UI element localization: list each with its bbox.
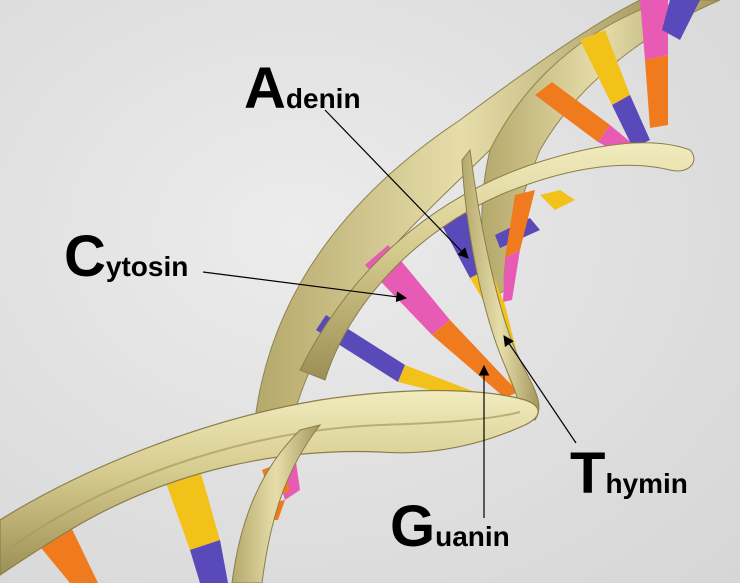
label-thymin-initial: T (570, 441, 606, 506)
label-thymin-rest: hymin (605, 468, 688, 499)
label-cytosin: Cytosin (64, 228, 188, 286)
label-cytosin-initial: C (64, 224, 106, 289)
label-guanin: Guanin (390, 498, 510, 556)
label-adenin-initial: A (244, 56, 286, 121)
backbone-strand-front-lower (0, 389, 539, 576)
label-adenin: Adenin (244, 60, 361, 118)
arrow-adenin (324, 109, 469, 259)
label-guanin-initial: G (390, 494, 436, 559)
label-thymin: Thymin (570, 445, 688, 503)
arrow-thymin (503, 335, 577, 444)
backbone-ribbon-groove (9, 411, 521, 549)
label-adenin-rest: denin (285, 83, 361, 114)
label-guanin-rest: uanin (435, 521, 510, 552)
backbone-strand-front-upper (299, 142, 695, 381)
backbone-twist-lower (231, 424, 322, 583)
label-arrows (202, 109, 577, 518)
arrow-cytosin (202, 271, 408, 303)
label-cytosin-rest: ytosin (105, 251, 189, 282)
